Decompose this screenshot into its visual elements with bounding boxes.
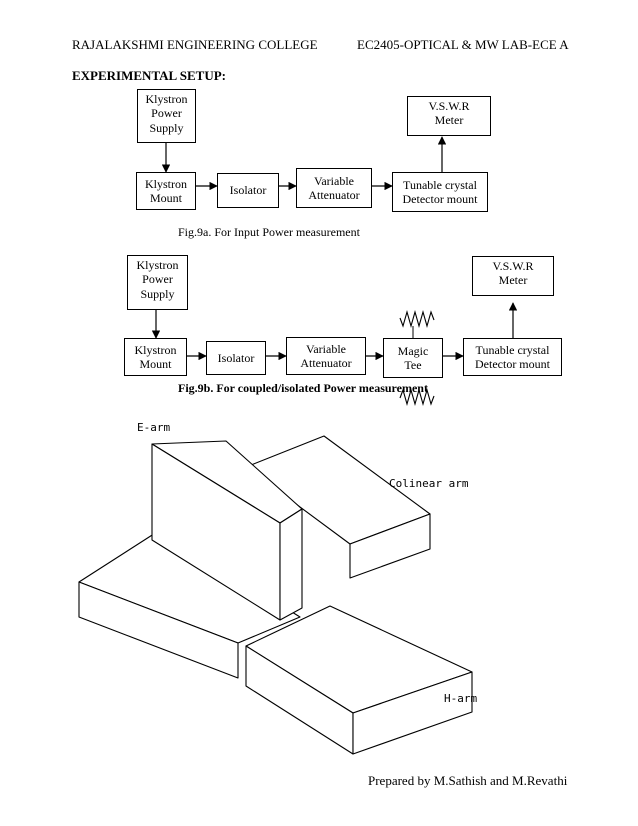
fig-a-detector-block: Tunable crystal Detector mount xyxy=(392,172,488,212)
fig-a-caption: Fig.9a. For Input Power measurement xyxy=(178,225,360,239)
fig-b-mount-block: Klystron Mount xyxy=(124,338,187,376)
fig-a-power-supply-block: Klystron Power Supply xyxy=(137,89,196,143)
colinear-arm-front xyxy=(349,513,431,579)
fig-b-power-supply-block: Klystron Power Supply xyxy=(127,255,188,310)
section-title: EXPERIMENTAL SETUP: xyxy=(72,68,226,83)
fig-a-isolator-block: Isolator xyxy=(217,173,279,208)
fig-a-attenuator-block: Variable Attenuator xyxy=(296,168,372,208)
header-course: EC2405-OPTICAL & MW LAB-ECE A xyxy=(357,37,569,52)
fig-b-attenuator-block: Variable Attenuator xyxy=(286,337,366,375)
e-arm-label: E-arm xyxy=(137,421,171,434)
h-arm-side xyxy=(352,671,473,755)
fig-a-mount-block: Klystron Mount xyxy=(136,172,196,210)
matched-load-top-icon xyxy=(399,309,435,329)
fig-b-vswr-block: V.S.W.R Meter xyxy=(472,256,554,296)
fig-b-caption: Fig.9b. For coupled/isolated Power measu… xyxy=(178,381,428,395)
fig-b-detector-block: Tunable crystal Detector mount xyxy=(463,338,562,376)
e-arm-side xyxy=(279,508,303,621)
footer-credit: Prepared by M.Sathish and M.Revathi xyxy=(368,773,568,788)
h-arm-label: H-arm xyxy=(444,692,478,705)
fig-b-magic-tee-block: Magic Tee xyxy=(383,338,443,378)
matched-load-bottom-icon xyxy=(399,387,435,407)
header-college: RAJALAKSHMI ENGINEERING COLLEGE xyxy=(72,37,318,52)
left-slab-front xyxy=(78,581,239,679)
fig-b-isolator-block: Isolator xyxy=(206,341,266,375)
colinear-arm-label: Colinear arm xyxy=(389,477,469,490)
fig-a-vswr-block: V.S.W.R Meter xyxy=(407,96,491,136)
